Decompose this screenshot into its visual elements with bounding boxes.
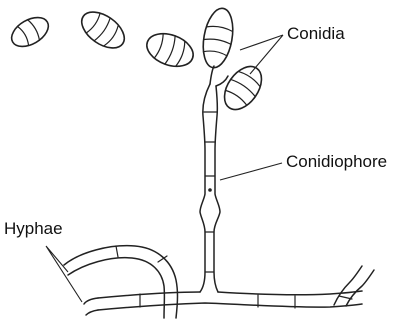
- conidium-attachment: [216, 76, 228, 86]
- hypha-septum: [116, 246, 118, 257]
- conidia-group: [7, 5, 269, 116]
- arch-hypha-outer: [64, 246, 178, 318]
- hypha-left-end: [84, 298, 98, 315]
- hyphae-leader-line: [46, 246, 82, 302]
- conidium-attachment: [210, 66, 214, 84]
- main-hypha-top-edge: [98, 291, 362, 298]
- conidiophore-leader-line: [220, 163, 282, 180]
- stalk-nucleus-dot: [208, 188, 212, 192]
- conidiophore-stalk: [200, 84, 220, 292]
- right-hypha-right-edge: [346, 270, 374, 306]
- conidium: [142, 28, 197, 73]
- right-hypha-left-edge: [334, 266, 362, 305]
- conidia-label: Conidia: [287, 24, 345, 43]
- conidium: [199, 6, 237, 70]
- conidium: [75, 5, 130, 55]
- conidium: [217, 60, 269, 117]
- conidiophore-label: Conidiophore: [286, 152, 387, 171]
- conidium: [7, 12, 54, 53]
- stalk-left-edge: [200, 84, 210, 292]
- hyphae-label: Hyphae: [4, 219, 63, 238]
- hyphae-network: [64, 246, 374, 318]
- hypha-septum: [339, 296, 352, 299]
- main-hypha-bottom-edge: [98, 303, 362, 310]
- stalk-right-edge: [214, 86, 220, 292]
